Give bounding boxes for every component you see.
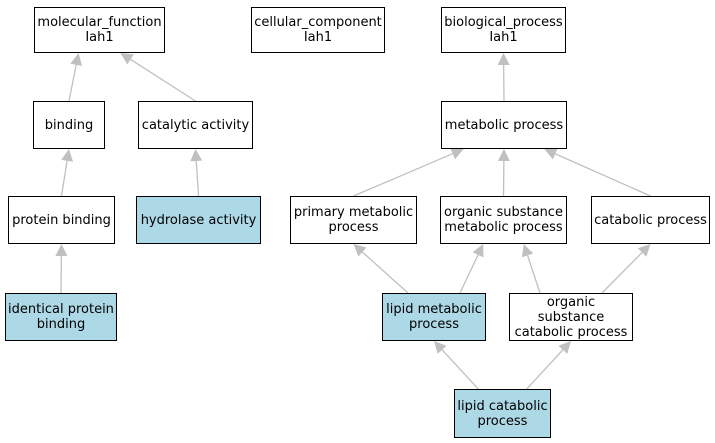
node-label: organic substance catabolic process	[514, 294, 628, 340]
node-label: primary metabolic process	[293, 205, 414, 235]
edge-arrowhead	[544, 148, 558, 160]
edge-line	[68, 64, 77, 102]
edge-arrowhead	[450, 148, 464, 160]
edge-line	[441, 349, 479, 390]
node-label: protein binding	[12, 212, 111, 228]
node-lipid-catabolic-process[interactable]: lipid catabolic process	[454, 389, 551, 438]
node-catalytic-activity[interactable]: catalytic activity	[138, 101, 253, 149]
node-binding[interactable]: binding	[33, 101, 105, 149]
edge-metabolic-to-bp	[497, 53, 510, 102]
node-label: lipid metabolic process	[386, 302, 482, 332]
edge-catabolic-to-metabolic	[544, 148, 651, 197]
edge-organic_catabolic-to-organic_metabolic	[521, 244, 541, 294]
edge-binding-to-mf	[68, 53, 83, 102]
node-identical-protein-binding[interactable]: identical protein binding	[5, 293, 117, 341]
node-metabolic-process[interactable]: metabolic process	[441, 101, 567, 149]
node-label: hydrolase activity	[140, 212, 257, 228]
node-cellular-component[interactable]: cellular_component Iah1	[251, 7, 385, 53]
edge-arrowhead	[70, 53, 83, 66]
edge-arrowhead	[120, 53, 134, 65]
edge-arrowhead	[497, 53, 510, 66]
edge-organic_catabolic-to-catabolic	[601, 244, 651, 294]
node-label: cellular_component Iah1	[254, 15, 382, 45]
edge-arrowhead	[637, 244, 651, 257]
node-label: binding	[44, 117, 94, 133]
node-label: biological_process Iah1	[444, 15, 563, 45]
node-label: molecular_function Iah1	[37, 15, 162, 45]
edge-arrowhead	[434, 341, 447, 354]
edge-lipid_catabolic-to-lipid_metabolic	[434, 341, 479, 390]
edge-arrowhead	[61, 149, 74, 162]
edge-line	[601, 252, 643, 294]
node-biological-process[interactable]: biological_process Iah1	[441, 7, 566, 53]
node-organic-substance-metabolic-process[interactable]: organic substance metabolic process	[440, 196, 567, 244]
edge-lipid_metabolic-to-organic_metabolic	[459, 244, 484, 294]
edge-line	[130, 58, 196, 102]
node-label: catalytic activity	[141, 117, 250, 133]
node-label: catabolic process	[594, 212, 707, 228]
edge-identical_binding-to-protein_binding	[55, 244, 68, 294]
edge-line	[361, 251, 409, 294]
node-hydrolase-activity[interactable]: hydrolase activity	[136, 196, 261, 244]
edge-line	[353, 153, 453, 197]
node-protein-binding[interactable]: protein binding	[8, 196, 115, 244]
edge-arrowhead	[472, 244, 484, 258]
edge-line	[526, 349, 564, 390]
edge-line	[60, 160, 68, 197]
edge-line	[459, 254, 479, 294]
edge-lipid_metabolic-to-primary_metabolic	[353, 244, 409, 294]
node-label: metabolic process	[444, 117, 564, 133]
edge-line	[195, 160, 200, 197]
node-molecular-function[interactable]: molecular_function Iah1	[34, 7, 165, 53]
edge-arrowhead	[190, 149, 203, 162]
edge-arrowhead	[558, 341, 571, 354]
edge-line	[526, 255, 541, 294]
node-catabolic-process[interactable]: catabolic process	[591, 196, 710, 244]
edge-arrowhead	[55, 244, 68, 257]
edge-arrowhead	[521, 244, 534, 258]
edge-catalytic-to-mf	[120, 53, 196, 102]
node-organic-substance-catabolic-process[interactable]: organic substance catabolic process	[509, 293, 633, 341]
edge-primary_metabolic-to-metabolic	[353, 148, 464, 197]
node-label: identical protein binding	[8, 302, 114, 332]
edge-organic_metabolic-to-metabolic	[497, 149, 510, 197]
node-lipid-metabolic-process[interactable]: lipid metabolic process	[382, 293, 486, 341]
edge-protein_binding-to-binding	[60, 149, 74, 197]
node-primary-metabolic-process[interactable]: primary metabolic process	[290, 196, 417, 244]
edge-line	[555, 153, 651, 197]
node-label: lipid catabolic process	[457, 398, 548, 429]
edge-arrowhead	[353, 244, 367, 257]
edge-hydrolase-to-catalytic	[190, 149, 203, 197]
edge-lipid_catabolic-to-organic_catabolic	[526, 341, 571, 390]
node-label: organic substance metabolic process	[444, 205, 563, 235]
edge-arrowhead	[497, 149, 510, 162]
